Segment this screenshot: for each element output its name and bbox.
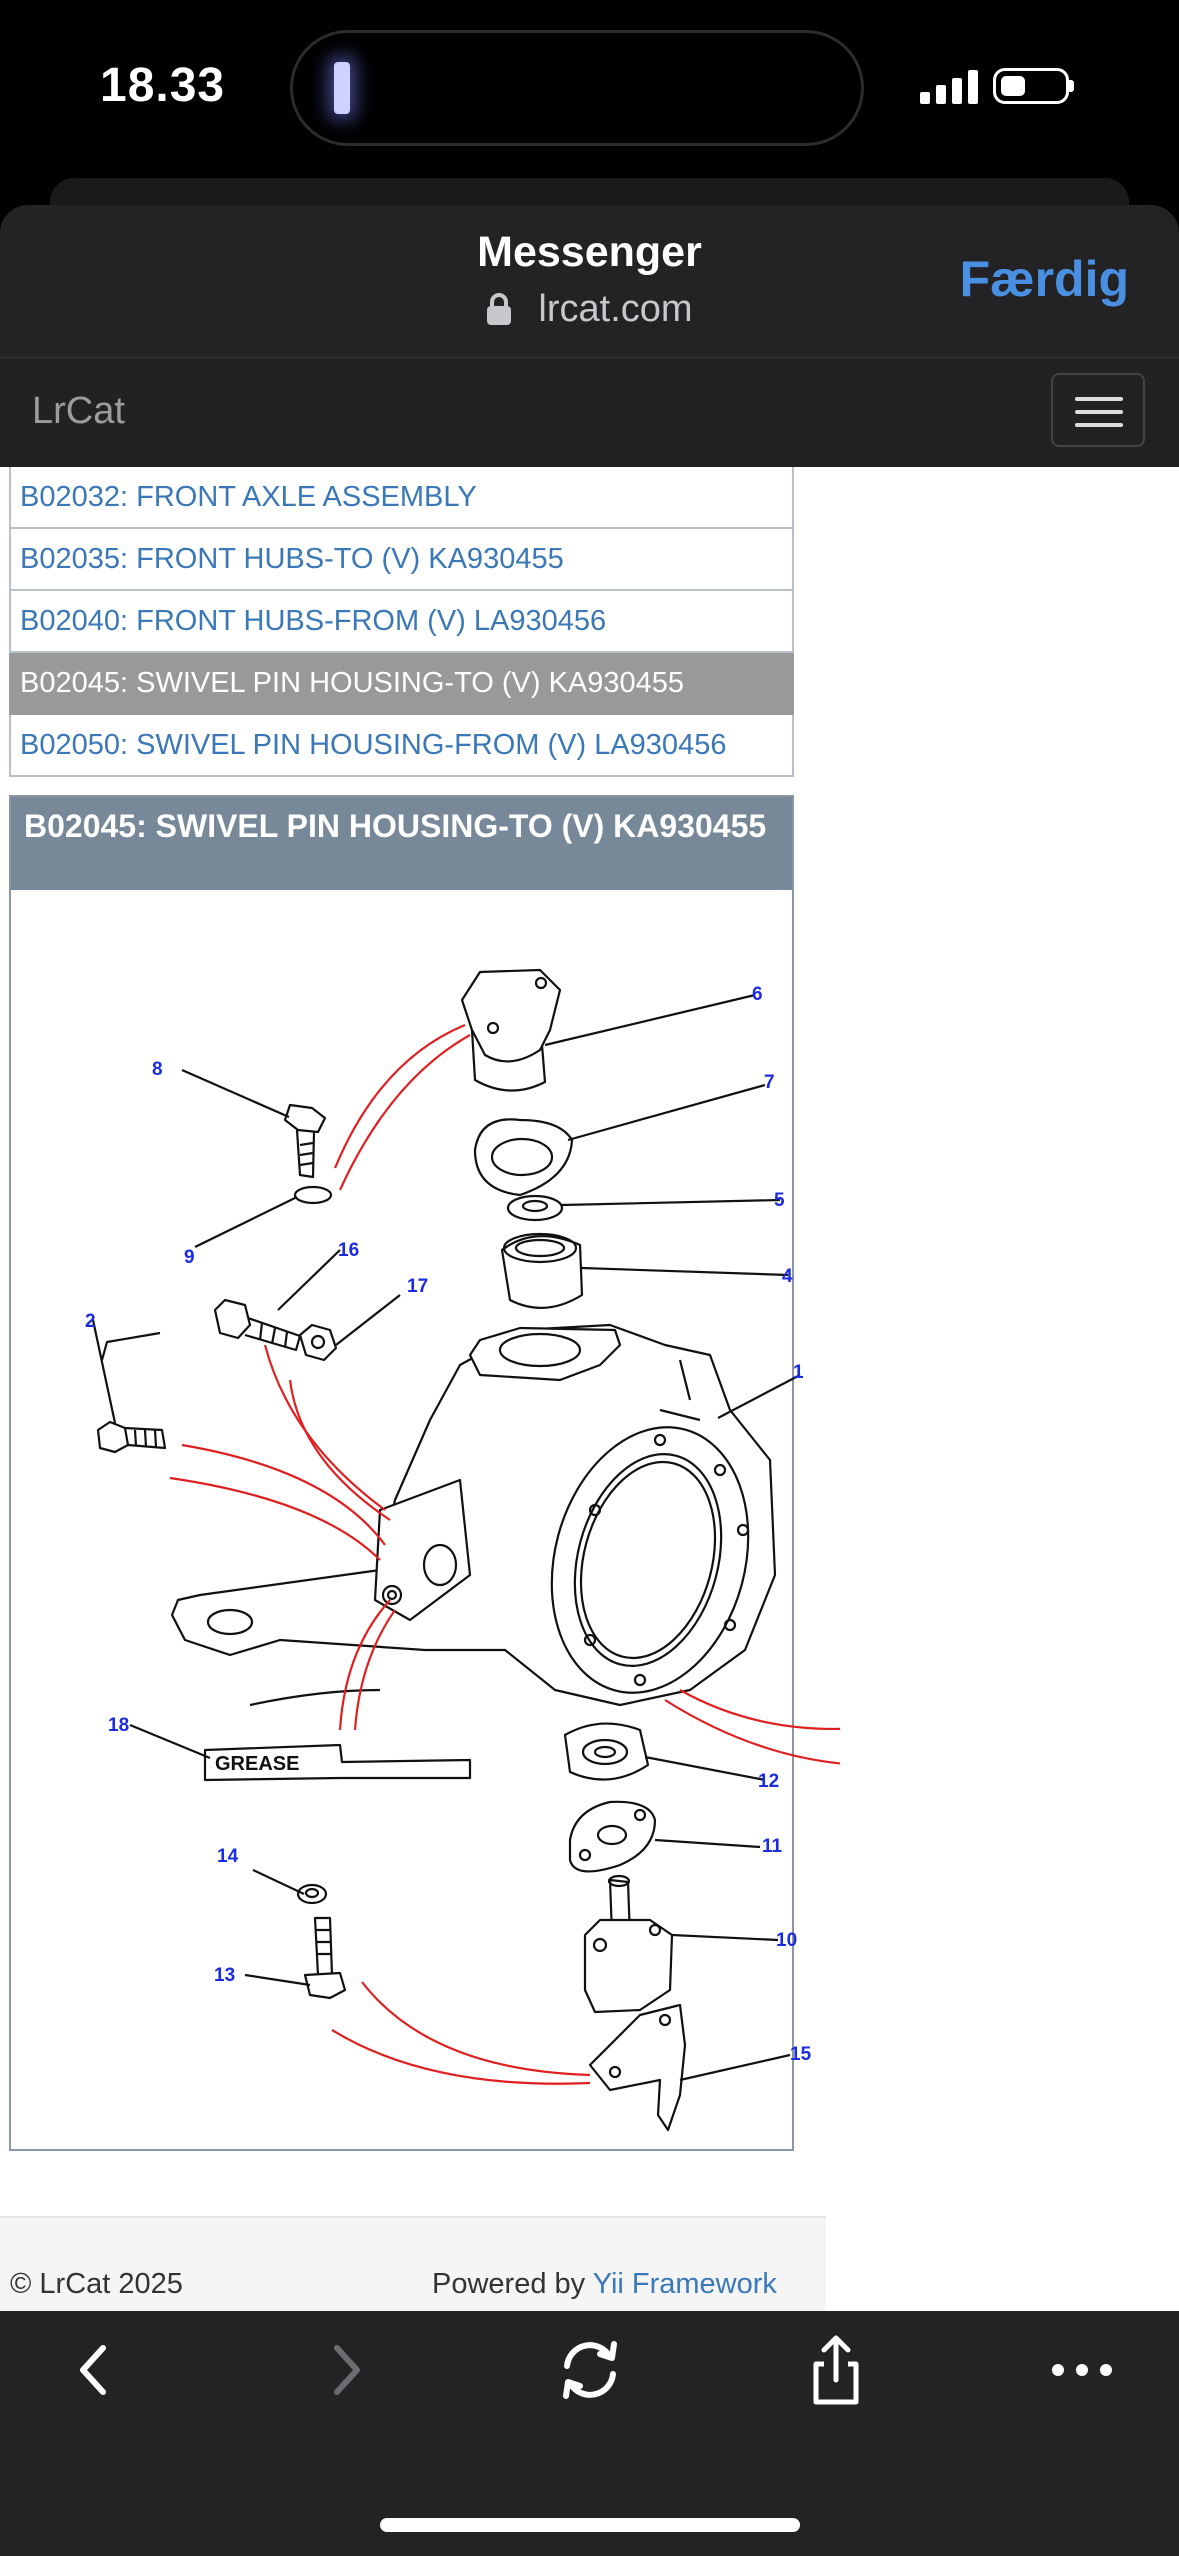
callout-8: 8 <box>152 1059 163 1080</box>
panel-heading: B02045: SWIVEL PIN HOUSING-TO (V) KA9304… <box>11 797 792 890</box>
url-text: lrcat.com <box>538 288 693 330</box>
section-list: B02032: FRONT AXLE ASSEMBLY B02035: FRON… <box>9 467 794 777</box>
callout-18: 18 <box>108 1715 129 1736</box>
list-item[interactable]: B02035: FRONT HUBS-TO (V) KA930455 <box>9 529 794 591</box>
callout-14: 14 <box>217 1846 239 1867</box>
callout-numbers: 1 2 3 4 5 6 7 8 9 10 11 12 13 14 15 16 1… <box>85 984 812 2065</box>
callout-1: 1 <box>793 1362 804 1383</box>
share-icon[interactable] <box>796 2330 876 2410</box>
dynamic-island <box>290 30 864 146</box>
status-time: 18.33 <box>100 59 226 112</box>
done-button[interactable]: Færdig <box>959 251 1129 307</box>
callout-7: 7 <box>764 1072 775 1093</box>
callout-4: 4 <box>782 1266 793 1287</box>
hamburger-menu-button[interactable] <box>1051 373 1145 447</box>
page-footer <box>0 2216 826 2313</box>
parts-diagram[interactable]: GREASE <box>80 920 840 2140</box>
list-item[interactable]: B02050: SWIVEL PIN HOUSING-FROM (V) LA93… <box>9 715 794 777</box>
callout-11: 11 <box>762 1836 783 1857</box>
callout-6: 6 <box>752 984 763 1005</box>
callout-17: 17 <box>407 1276 428 1297</box>
list-item[interactable]: B02040: FRONT HUBS-FROM (V) LA930456 <box>9 591 794 653</box>
browser-sheet-header <box>0 205 1179 357</box>
yii-framework-link[interactable]: Yii Framework <box>592 2268 777 2300</box>
callout-2: 2 <box>85 1311 96 1332</box>
callout-13: 13 <box>214 1965 235 1986</box>
callout-12: 12 <box>758 1771 779 1792</box>
flashlight-icon <box>334 62 350 114</box>
callout-9: 9 <box>184 1247 195 1268</box>
diagram-panel <box>9 795 794 2151</box>
back-icon[interactable] <box>55 2330 135 2410</box>
callout-15: 15 <box>790 2044 812 2065</box>
callout-10: 10 <box>776 1930 797 1951</box>
powered-prefix: Powered by <box>432 2268 593 2300</box>
battery-tip <box>1069 80 1074 92</box>
reload-icon[interactable] <box>550 2330 630 2410</box>
lock-icon <box>487 293 512 325</box>
list-item[interactable]: B02032: FRONT AXLE ASSEMBLY <box>9 467 794 529</box>
more-icon[interactable] <box>1042 2330 1122 2410</box>
sheet-title: Messenger <box>477 228 702 276</box>
callout-16: 16 <box>338 1240 359 1261</box>
battery-level <box>1001 76 1025 96</box>
powered-by-text: Powered by Yii Framework <box>432 2268 777 2301</box>
site-brand[interactable]: LrCat <box>32 390 125 432</box>
battery-icon <box>993 68 1069 104</box>
forward-icon[interactable] <box>305 2330 385 2410</box>
callout-5: 5 <box>774 1190 785 1211</box>
grease-label: GREASE <box>215 1753 299 1775</box>
sheet-url[interactable]: lrcat.com <box>0 288 1179 331</box>
site-navbar <box>0 357 1179 468</box>
list-item-active[interactable]: B02045: SWIVEL PIN HOUSING-TO (V) KA9304… <box>9 653 794 715</box>
home-indicator[interactable] <box>380 2518 800 2532</box>
signal-icon <box>920 68 980 104</box>
browser-toolbar <box>0 2311 1179 2556</box>
copyright-text: © LrCat 2025 <box>10 2268 183 2300</box>
